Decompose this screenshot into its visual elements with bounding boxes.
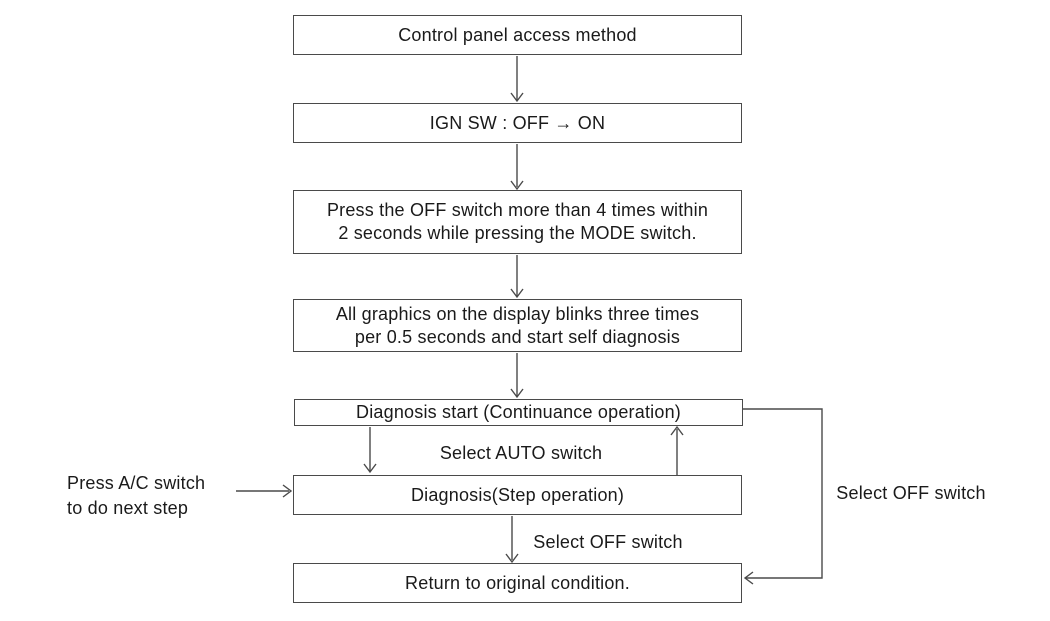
flow-box-text: Diagnosis start (Continuance operation) xyxy=(356,402,681,422)
arrow-box3-to-box4 xyxy=(510,255,524,299)
arrow-box5-to-box6 xyxy=(363,427,377,474)
edge-label-select-off-switch-right: Select OFF switch xyxy=(836,483,986,503)
flow-box-text: Control panel access method xyxy=(398,24,637,45)
edge-label-select-auto-switch: Select AUTO switch xyxy=(439,443,603,463)
flow-box-return-to-original-condition: Return to original condition. xyxy=(293,563,742,603)
edge-label-select-off-switch-mid: Select OFF switch xyxy=(533,532,683,552)
flow-box-ign-sw-off-on: IGN SW : OFF → ON xyxy=(293,103,742,143)
edge-label-line: to do next step xyxy=(67,498,189,518)
arrow-box2-to-box3 xyxy=(510,144,524,191)
flow-box-control-panel-access-method: Control panel access method xyxy=(293,15,742,55)
flow-box-press-off-switch: Press the OFF switch more than 4 times w… xyxy=(293,190,742,254)
arrow-box4-to-box5 xyxy=(510,353,524,399)
arrow-box1-to-box2 xyxy=(510,56,524,103)
flow-box-text: Diagnosis(Step operation) xyxy=(410,484,625,505)
flow-box-text-line: All graphics on the display blinks three… xyxy=(335,303,700,324)
flow-box-all-graphics-blink: All graphics on the display blinks three… xyxy=(293,299,742,352)
arrow-box6-to-box7 xyxy=(505,516,519,564)
flow-box-text-line: per 0.5 seconds and start self diagnosis xyxy=(354,326,681,347)
arrow-press-ac-to-box6 xyxy=(236,484,293,498)
flow-box-text-line: Press the OFF switch more than 4 times w… xyxy=(326,200,709,220)
flow-box-text-line: 2 seconds while pressing the MODE switch… xyxy=(338,223,697,243)
flow-box-diagnosis-start-continuance: Diagnosis start (Continuance operation) xyxy=(294,399,743,426)
edge-label-press-ac-switch: Press A/C switch to do next step xyxy=(67,471,205,521)
edge-label-line: Press A/C switch xyxy=(67,473,206,493)
flow-box-text: IGN SW : OFF → ON xyxy=(429,112,606,133)
flow-box-diagnosis-step-operation: Diagnosis(Step operation) xyxy=(293,475,742,515)
connector-box5-to-box7-right xyxy=(743,408,823,585)
flow-box-text: Return to original condition. xyxy=(405,572,630,593)
